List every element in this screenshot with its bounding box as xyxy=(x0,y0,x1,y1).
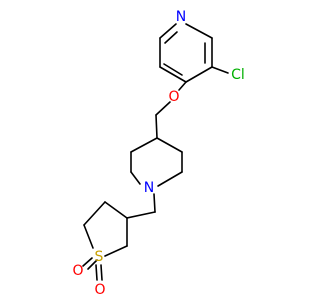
bond-n-ch2 xyxy=(153,193,156,213)
bond xyxy=(185,23,213,39)
bond xyxy=(163,63,183,76)
pyridine-ring xyxy=(159,23,213,83)
bond xyxy=(130,137,158,153)
structure-canvas: N Cl O N S O O xyxy=(72,9,245,298)
atom-label-o: O xyxy=(72,263,83,279)
bond xyxy=(104,245,128,257)
bond-o-ch2 xyxy=(155,101,171,116)
bond-ch2-ring xyxy=(126,211,156,219)
atom-label-n: N xyxy=(144,180,154,196)
molecule-structure: N Cl O N S O O xyxy=(72,9,245,298)
bond-ch2-ch xyxy=(155,114,158,139)
bond-s-o xyxy=(95,264,98,281)
bond-c-o xyxy=(178,81,187,91)
bond xyxy=(185,66,213,83)
atom-label-s: S xyxy=(95,249,104,265)
bond xyxy=(156,137,183,153)
bond xyxy=(159,66,187,83)
bond xyxy=(83,201,106,226)
bond xyxy=(83,224,94,249)
atom-label-n: N xyxy=(176,9,186,25)
bond-s-o xyxy=(100,264,103,281)
bond xyxy=(104,201,128,219)
bond xyxy=(164,31,178,44)
bond xyxy=(130,171,141,185)
atom-label-o: O xyxy=(168,89,179,105)
bond-s-o xyxy=(82,257,93,267)
atom-label-o: O xyxy=(94,282,105,298)
piperidine-ring xyxy=(130,137,183,187)
atom-label-cl: Cl xyxy=(231,67,245,83)
bond-s-o xyxy=(87,259,98,270)
bond xyxy=(157,171,183,187)
bond xyxy=(159,23,177,39)
sulfolane-ring xyxy=(83,201,128,257)
bond-c-cl xyxy=(211,66,229,74)
